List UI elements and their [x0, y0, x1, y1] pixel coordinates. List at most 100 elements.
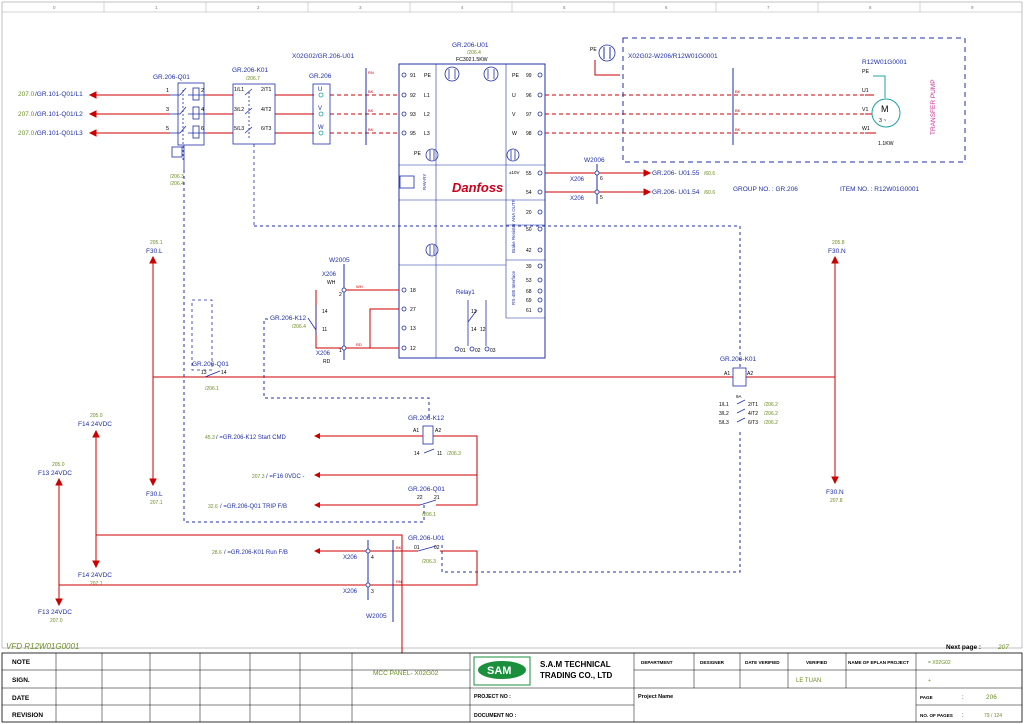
k12-coil-a2: A2 — [435, 428, 441, 434]
k12-contact-11: 11 — [322, 327, 327, 333]
w2006-signals: W2006 X206 6 GR.206- U01.55 /60.6 X206 5… — [545, 157, 715, 204]
relay1-pin-02: 02 — [475, 348, 481, 354]
signal-3-ref: 32.6 — [208, 504, 218, 510]
signal-2-ref: 207.3 — [252, 474, 265, 480]
column-marker: 1 — [155, 5, 158, 10]
feed-label-2: /GR.101-Q01/L2 — [35, 111, 83, 118]
vfd-u01: GR.206-U01 /206.4 FC302 1.5KW PE L1 — [398, 42, 546, 359]
svg-text:BK: BK — [735, 89, 741, 94]
w2006-pin-1: 6 — [600, 176, 603, 182]
motor-id: R12W01G0001 — [862, 59, 907, 66]
f14-bot-label: F14 24VDC — [78, 572, 112, 579]
title-block: VFD R12W01G0001 Next page : 207 NOTE SIG… — [1, 642, 1023, 723]
tb-row-sign: SIGN. — [12, 677, 30, 684]
vfd-left-pin-92: 92 — [410, 93, 416, 99]
f30l-top-ref: 205.1 — [150, 240, 163, 246]
k01-out-2: 4/T2 — [261, 107, 271, 113]
tb-project-no: PROJECT NO : — [474, 694, 511, 700]
next-page-value: 207 — [997, 644, 1009, 651]
w2006-target-2: GR.206- U01.54 — [652, 189, 700, 196]
vfd-left-pin-95: 95 — [410, 131, 416, 137]
feed-ref-2: 207.0 — [18, 111, 35, 118]
w2005-pin-b: 1 — [339, 348, 342, 354]
tb-verified: VERIFIED — [806, 660, 828, 665]
aux-q01-title: GR.206-Q01 — [192, 361, 229, 368]
vfd-right-pin: 55 — [526, 171, 532, 177]
relay1-title: Relay1 — [456, 290, 475, 296]
k12-coil-14: 14 — [414, 451, 420, 457]
q01-pin-out-1: 2 — [201, 88, 204, 94]
k01-row3-ref: /206.2 — [764, 420, 778, 426]
w2005-bot-pin-1: 4 — [371, 555, 374, 561]
q01-trip-21: 21 — [434, 495, 440, 501]
tb-page-sep: : — [962, 695, 964, 701]
terminal-gr206: X02G02/GR.206-U01 GR.206 U V W — [292, 53, 355, 145]
item-no: ITEM NO. : R12W01G0001 — [840, 186, 919, 193]
tb-document-no: DOCUMENT NO : — [474, 713, 517, 719]
signal-1-label: / =GR.206-K12 Start CMD — [216, 435, 287, 441]
motor-side-label: TRANSFER PUMP — [930, 79, 937, 135]
k12-ref-page: /206.4 — [292, 324, 306, 330]
feed-ref-3: 207.0 — [18, 130, 35, 137]
vfd-right-pin-dot — [537, 263, 543, 269]
tb-sub-value: + — [928, 678, 931, 684]
u01-run-title: GR.206-U01 — [408, 535, 445, 542]
vfd-right-pin: 42 — [526, 248, 532, 254]
tb-designer: DESIGNER — [700, 660, 725, 665]
feed-label-3: /GR.101-Q01/L3 — [35, 130, 83, 137]
svg-text:RN: RN — [396, 579, 402, 584]
w2005-term-a: X206 — [322, 272, 337, 278]
vfd-right-pin: 97 — [526, 112, 532, 118]
f30n-top-ref: 205.8 — [832, 240, 845, 246]
tb-row-revision: REVISION — [12, 712, 43, 719]
vfd-right-pin-dot — [537, 130, 543, 136]
k01-row3-b: 6/T3 — [748, 420, 758, 426]
vfd-right-pin-dot — [537, 288, 543, 294]
k12-coil-11: 11 — [437, 451, 442, 457]
tb-pages-sep: : — [962, 713, 964, 719]
vfd-power: 1.5KW — [472, 57, 488, 63]
f30n-bot-ref: 207.8 — [830, 498, 843, 504]
tb-department: DEPARTMENT — [641, 660, 673, 665]
vfd-left-pin-93: 93 — [410, 112, 416, 118]
q01-ref-2: /206.4 — [170, 181, 184, 187]
vfd-right-pin: 98 — [526, 131, 532, 137]
aux-q01-pin-13: 13 — [201, 370, 207, 376]
column-marker: 2 — [257, 5, 260, 10]
signal-3-label: / =GR.206-Q01 TRIP F/B — [220, 504, 287, 510]
f14-top-label: F14 24VDC — [78, 421, 112, 428]
relay1-contact-13: 13 — [471, 309, 477, 315]
vfd-right-pin-dot — [537, 226, 543, 232]
vfd-right-pin: 99 — [526, 73, 532, 79]
q01-trip-ref: /206.1 — [422, 512, 436, 518]
k12-ref-label: GR.206-K12 — [270, 315, 307, 322]
next-page-label: Next page : — [946, 644, 981, 651]
feed-label-1: /GR.101-Q01/L1 — [35, 91, 83, 98]
motor-letter: M — [881, 104, 889, 114]
vfd-right-pin: 61 — [526, 308, 532, 314]
k01-coil-a1: A1 — [724, 371, 730, 377]
w2006-title: W2006 — [584, 157, 605, 164]
svg-text:BK: BK — [735, 127, 741, 132]
vfd-right-pin-dot — [537, 189, 543, 195]
signal-2-label: / =F16 0VDC - — [266, 474, 305, 480]
q01-pin-in-2: 3 — [166, 107, 169, 113]
relay1-contact-12: 12 — [480, 327, 486, 333]
f30l-top-label: F30.L — [146, 248, 163, 255]
terminal-pin-w: W — [318, 125, 324, 131]
vfd-block-rs485: RS-485 Interface — [511, 270, 516, 305]
vfd-right-pin-dot — [537, 72, 543, 78]
k12-coil: GR.206-K12 A1 A2 14 11 /206.3 — [408, 415, 461, 457]
fuse-labels: 205.1 F30.L 205.8 F30.N 205.0 F14 24VDC … — [38, 240, 846, 624]
k01-row1-b: 2/T1 — [748, 402, 758, 408]
vfd-right-name-pe: PE — [512, 73, 519, 79]
k01-row1-a: 1/L1 — [719, 402, 729, 408]
svg-text:BK: BK — [368, 108, 374, 113]
k01-out-1: 2/T1 — [261, 87, 271, 93]
breaker-q01: GR.206-Q01 1 3 5 2 4 6 /206.3 /206.4 — [153, 74, 205, 187]
vfd-right-pin: 69 — [526, 298, 532, 304]
column-marker: 5 — [563, 5, 566, 10]
